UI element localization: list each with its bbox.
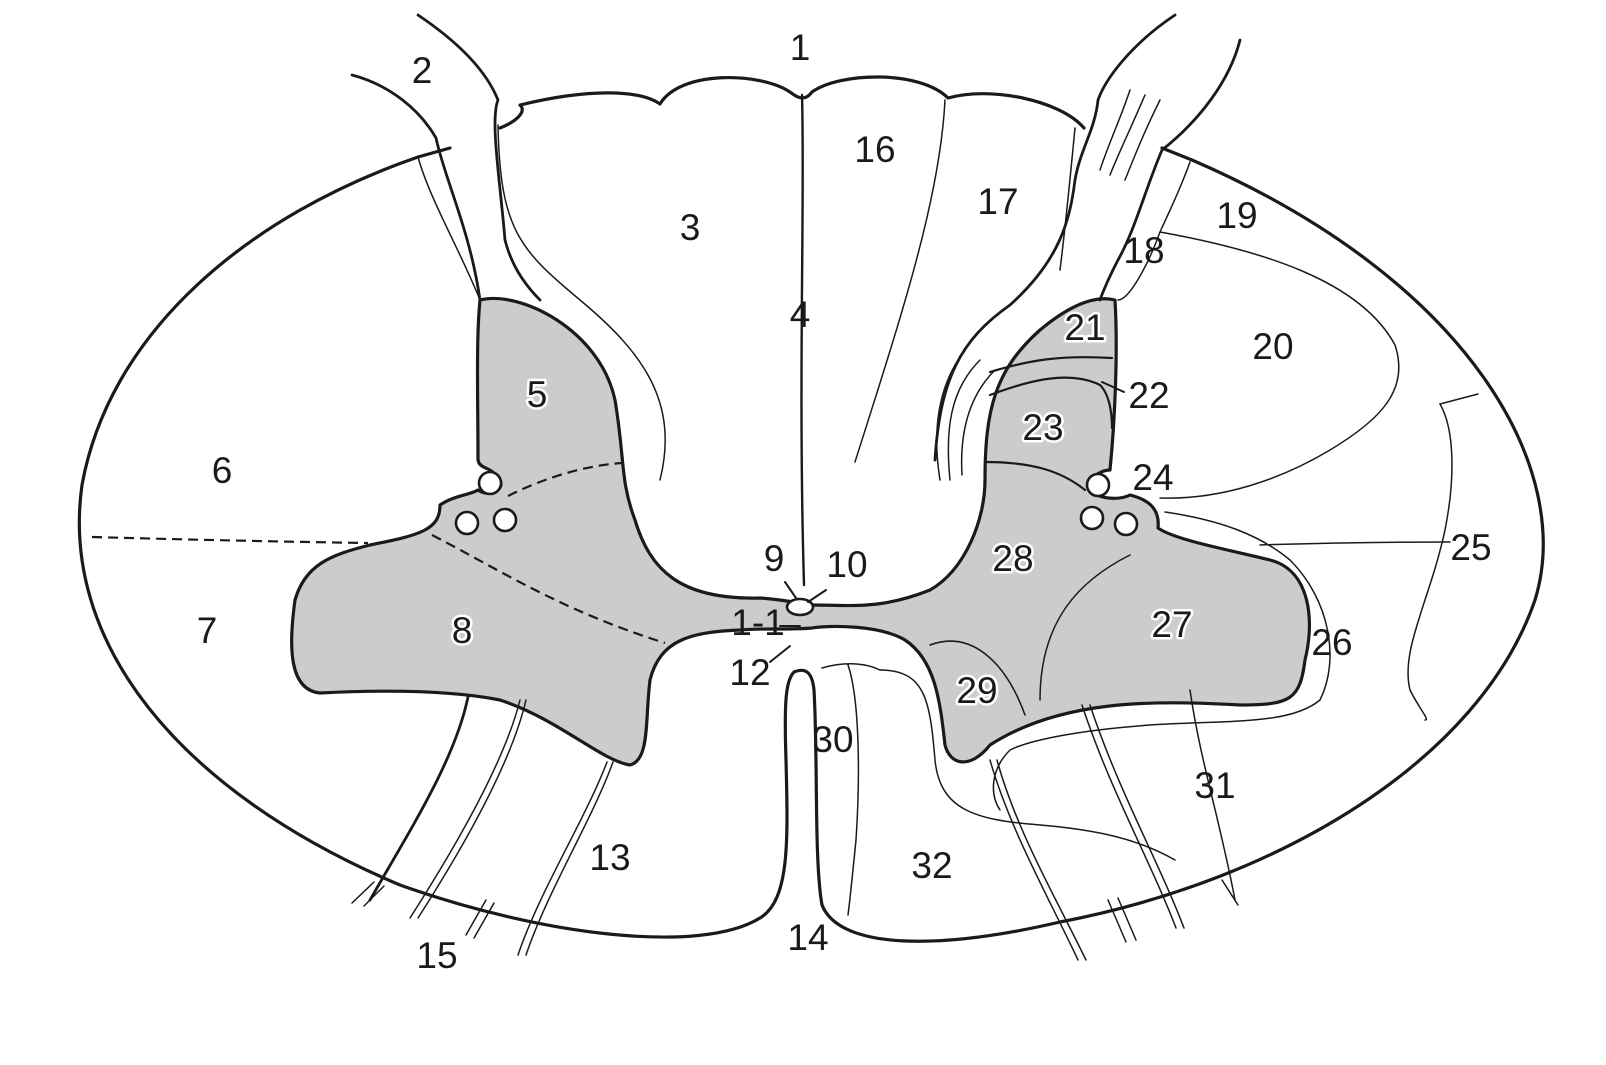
- label-4: 4: [790, 294, 811, 335]
- left-dot-a: [454, 510, 480, 536]
- right-root-fiber-b: [1109, 94, 1146, 176]
- right-dot-a: [1079, 505, 1105, 531]
- label-7: 7: [197, 610, 218, 651]
- tract-29-boundary: [929, 640, 1026, 716]
- dorsal-median-septum: [800, 93, 806, 587]
- label-16: 16: [854, 129, 895, 170]
- label-9: 9: [764, 538, 785, 579]
- right-root-fiber-c: [1124, 99, 1161, 181]
- label-8: 8: [452, 610, 473, 651]
- right-ventral-roots: [989, 704, 1239, 961]
- label-13: 13: [589, 837, 630, 878]
- tract-32-boundary: [879, 669, 1176, 861]
- left-dorsal-root-inner: [416, 13, 542, 302]
- label-27: 27: [1151, 604, 1192, 645]
- label-17: 17: [977, 181, 1018, 222]
- label-15: 15: [416, 935, 457, 976]
- label-21: 21: [1064, 307, 1105, 348]
- label-30: 30: [812, 719, 853, 760]
- right-root-fiber-f: [960, 369, 996, 476]
- label-11: 1-1: [731, 602, 784, 643]
- right-lamina-boundary-b: [988, 376, 1114, 430]
- pointer-22: [1101, 381, 1125, 393]
- right-dot-b: [1113, 511, 1139, 537]
- label-31: 31: [1194, 765, 1235, 806]
- label-19: 19: [1216, 195, 1257, 236]
- dorsal-surface: [416, 75, 1194, 162]
- labels: 1 2 3 4 5 6 7 8 9 10 1-1 12 13 14 15 16 …: [197, 27, 1492, 976]
- tract-20-boundary: [1117, 231, 1161, 301]
- left-root-entry-line: [417, 156, 481, 301]
- label-28: 28: [992, 538, 1033, 579]
- central-canal: [785, 597, 815, 617]
- label-20: 20: [1252, 326, 1293, 367]
- pointer-12: [769, 645, 791, 663]
- label-18: 18: [1123, 230, 1164, 271]
- dashed-lateral-ventral-boundary: [91, 535, 369, 545]
- right-nucleus-dot: [1085, 472, 1111, 498]
- dashed-dorsal-intermediate: [507, 461, 623, 497]
- tract-25-upper: [1439, 393, 1479, 405]
- right-dorsal-root-inner: [1098, 38, 1242, 302]
- label-29: 29: [956, 670, 997, 711]
- label-12: 12: [729, 652, 770, 693]
- tract-25-boundary: [1407, 403, 1453, 721]
- right-lamina-boundary-c: [983, 460, 1087, 492]
- label-24: 24: [1132, 457, 1173, 498]
- right-root-fiber-d: [947, 359, 981, 481]
- tract-30-line: [847, 664, 860, 916]
- tract-31-line: [1189, 689, 1236, 901]
- right-lissauer-boundary: [1059, 127, 1076, 271]
- tract-30-boundary: [821, 663, 881, 671]
- left-dot-b: [492, 507, 518, 533]
- left-dorsal-root-outer: [350, 73, 482, 302]
- label-32: 32: [911, 845, 952, 886]
- right-root-fiber-a: [1099, 89, 1131, 171]
- tract-25-horizontal: [1259, 541, 1451, 546]
- pointer-9: [784, 581, 797, 599]
- right-cuneatus-boundary: [854, 99, 946, 463]
- label-23: 23: [1022, 407, 1063, 448]
- pointer-10: [807, 589, 827, 603]
- label-25: 25: [1450, 527, 1491, 568]
- right-root-fiber-e: [935, 349, 966, 481]
- tract-26-boundary: [992, 511, 1331, 811]
- cord-outline: [77, 155, 1545, 943]
- label-5: 5: [527, 374, 548, 415]
- dashed-ventral-grey: [431, 534, 666, 645]
- label-2: 2: [412, 50, 433, 91]
- label-3: 3: [680, 207, 701, 248]
- grey-matter: [290, 297, 1311, 767]
- left-nucleus-dot: [477, 470, 503, 496]
- left-ventral-roots: [351, 695, 614, 956]
- label-26: 26: [1311, 622, 1352, 663]
- right-lamina-boundary-a: [988, 356, 1114, 374]
- left-dorsal-root-fiber: [497, 124, 666, 481]
- label-6: 6: [212, 450, 233, 491]
- label-22: 22: [1128, 375, 1169, 416]
- label-1: 1: [790, 27, 811, 68]
- tract-27-boundary: [1039, 554, 1131, 701]
- label-14: 14: [787, 917, 828, 958]
- label-10: 10: [826, 544, 867, 585]
